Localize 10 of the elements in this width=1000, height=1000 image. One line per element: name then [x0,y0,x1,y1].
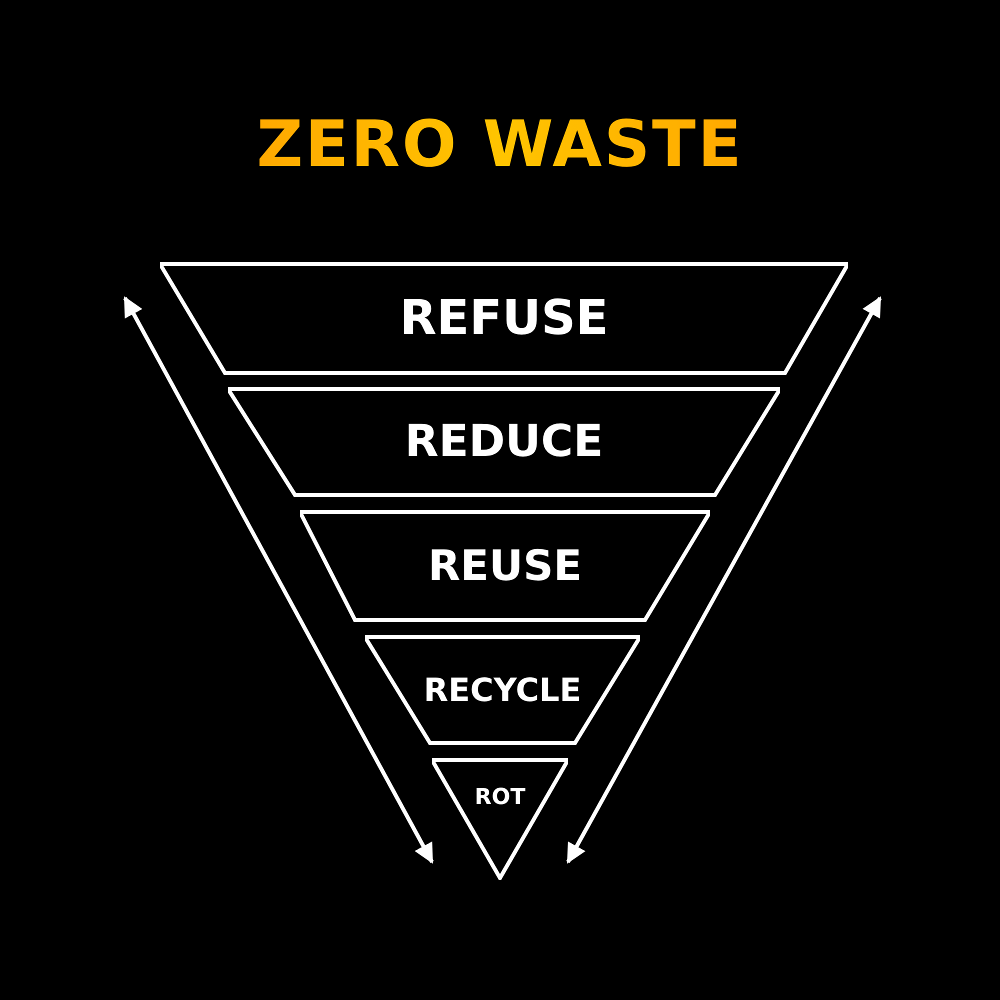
pyramid-level [365,635,640,745]
pyramid-level [160,262,848,375]
pyramid-level [300,510,710,622]
level-label: RECYCLE [422,670,582,709]
pyramid-level [228,387,780,497]
level-label: REFUSE [398,290,610,346]
level-label: REUSE [426,540,584,590]
level-label: REDUCE [404,416,604,467]
pyramid-tip [432,758,568,880]
level-label: ROT [474,784,526,810]
